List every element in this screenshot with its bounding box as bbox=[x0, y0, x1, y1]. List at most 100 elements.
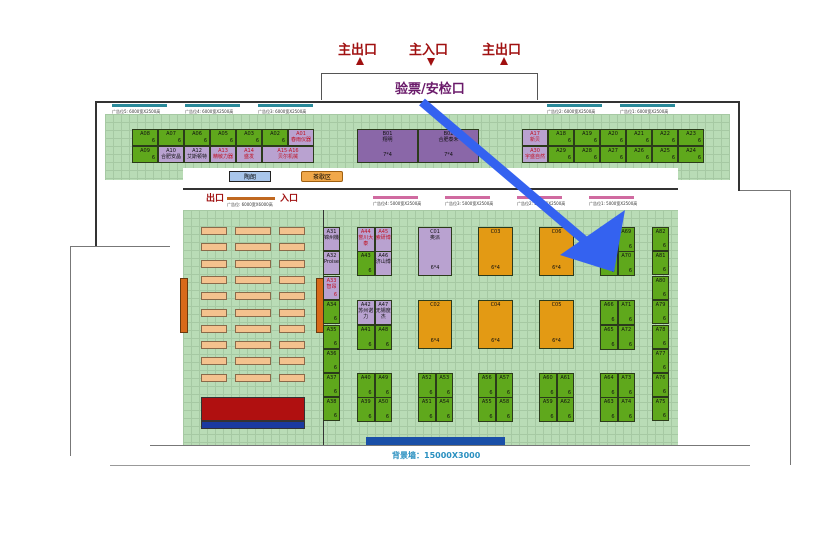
ad-bar bbox=[185, 104, 240, 107]
booth-id: C05 bbox=[551, 302, 562, 308]
seating-table bbox=[279, 227, 305, 235]
backdrop-wall bbox=[366, 437, 505, 445]
ad-label: 广告位3: 5000宽X2500高 bbox=[445, 201, 494, 206]
seating-table bbox=[235, 243, 271, 252]
booth-id: A34 bbox=[326, 302, 337, 308]
checkpoint-vestibule bbox=[321, 73, 538, 100]
seating-table bbox=[201, 259, 227, 268]
booth-size: 6 bbox=[333, 341, 337, 347]
booth-id: A69 bbox=[621, 229, 632, 235]
seating-table bbox=[235, 308, 271, 317]
booth-id: A07 bbox=[166, 131, 176, 137]
seating-table bbox=[235, 341, 271, 350]
annex-wall bbox=[740, 190, 790, 191]
seating-table bbox=[235, 373, 271, 382]
seating-table bbox=[279, 357, 305, 366]
booth-id: A21 bbox=[634, 131, 644, 137]
booth-size: 6 bbox=[662, 243, 666, 249]
booth-id: A70 bbox=[621, 253, 632, 259]
booth-id: A09 bbox=[140, 148, 150, 154]
ad-label: 广告位3: 6000宽X2500高 bbox=[258, 109, 307, 114]
booth-size: 6 bbox=[506, 413, 510, 420]
booth-size: 6 bbox=[645, 155, 649, 161]
booth-id: A52 bbox=[421, 375, 432, 381]
booth-id: C01 bbox=[430, 229, 440, 235]
